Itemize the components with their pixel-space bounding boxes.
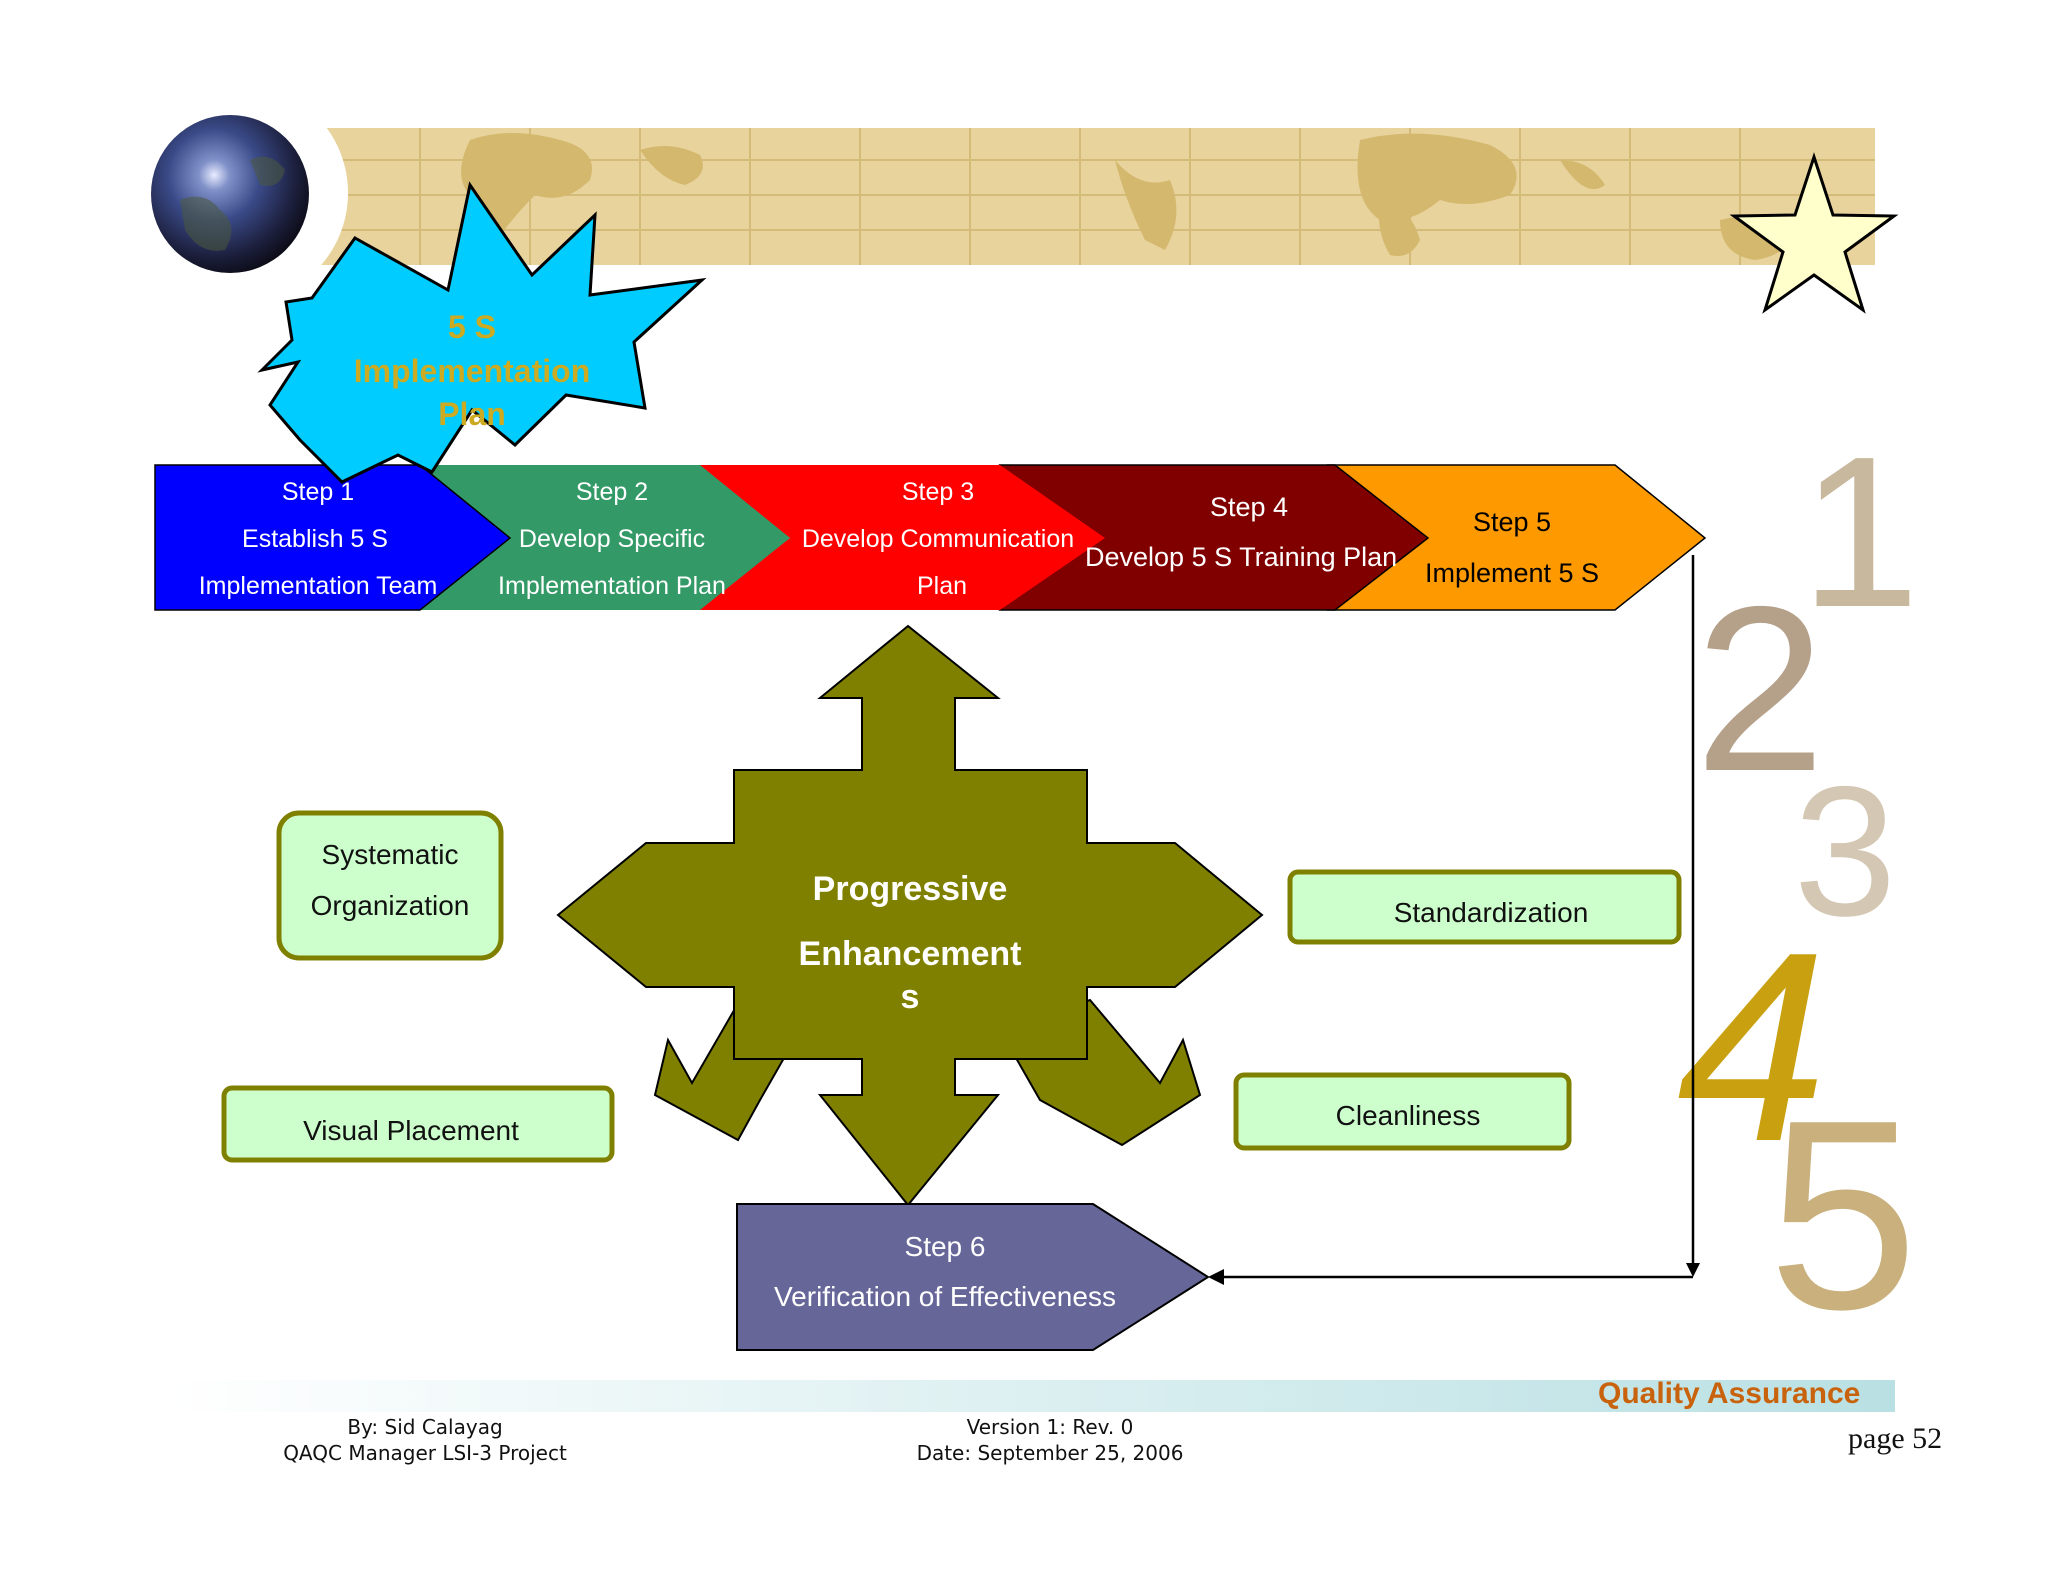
footer-author-name: By: Sid Calayag [347, 1415, 503, 1439]
step-2-line-2: Implementation Plan [498, 572, 726, 600]
footer-band [170, 1380, 1895, 1412]
globe-icon [128, 83, 348, 303]
step-4-line: Develop 5 S Training Plan [1085, 542, 1397, 572]
numeral-5: 5 [1768, 1065, 1918, 1366]
step-5-line: Implement 5 S [1425, 558, 1599, 588]
progressive-enhancements-arrows: Progressive Enhancement s [556, 624, 1264, 1207]
pillar-visual-placement-label: Visual Placement [303, 1115, 519, 1146]
step-chevrons [154, 464, 1707, 611]
burst-title-line-1: 5 S [448, 309, 496, 345]
connector-arrowhead-left [1208, 1269, 1224, 1285]
step-2-line: Develop Specific [519, 525, 705, 553]
connector-arrowhead-down [1686, 1263, 1700, 1277]
burst-title-line-3: Plan [438, 396, 506, 432]
world-map-banner [310, 128, 1875, 265]
step-4-title: Step 4 [1210, 492, 1288, 522]
step-2-title: Step 2 [576, 478, 648, 506]
center-label-line-2: Enhancement [799, 935, 1022, 973]
footer-author-role: QAQC Manager LSI-3 Project [283, 1441, 567, 1465]
numerals-decoration: 1 2 3 4 5 [1677, 411, 1920, 1366]
step-5-title: Step 5 [1473, 507, 1551, 537]
numeral-2: 2 [1695, 557, 1826, 820]
pillar-cleanliness: Cleanliness [1233, 1072, 1572, 1151]
footer-version: Version 1: Rev. 0 Date: September 25, 20… [900, 1414, 1200, 1466]
center-label-line-3: s [901, 978, 920, 1016]
numeral-4: 4 [1677, 897, 1827, 1198]
footer-version-date: Date: September 25, 2006 [916, 1441, 1184, 1465]
burst-title-line-2: Implementation [354, 353, 590, 389]
pillar-standardization: Standardization [1287, 869, 1682, 945]
pillar-visual-placement: Visual Placement [221, 1085, 615, 1163]
step5-to-step6-connector [1222, 555, 1695, 1279]
step-2-chevron [420, 465, 790, 610]
numeral-1: 1 [1800, 411, 1920, 652]
brand-label: Quality Assurance [1598, 1377, 1861, 1410]
star-icon [1729, 152, 1899, 314]
center-label-line-1: Progressive [813, 870, 1008, 908]
implementation-plan-burst: 5 S Implementation Plan [257, 181, 707, 484]
step-6-label: Verification of Effectiveness [774, 1281, 1116, 1312]
page-number: page 52 [1848, 1422, 1943, 1455]
pillar-standardization-label: Standardization [1394, 897, 1589, 928]
step-1-line-2: Implementation Team [199, 572, 438, 600]
step-3-line-2: Plan [917, 572, 967, 600]
step-1-line: Establish 5 S [242, 525, 388, 553]
pillar-systematic-line-2: Organization [311, 890, 470, 921]
footer-version-number: Version 1: Rev. 0 [966, 1415, 1134, 1439]
pillar-cleanliness-label: Cleanliness [1336, 1100, 1481, 1131]
step-6-title: Step 6 [905, 1231, 986, 1262]
pillar-systematic-organization: Systematic Organization [276, 810, 504, 961]
numeral-3: 3 [1794, 749, 1897, 955]
step-3-line: Develop Communication [802, 525, 1074, 553]
step-3-chevron [690, 465, 1105, 610]
footer-author: By: Sid Calayag QAQC Manager LSI-3 Proje… [270, 1414, 580, 1466]
step-3-title: Step 3 [902, 478, 974, 506]
step-6-pentagon: Step 6 Verification of Effectiveness [736, 1203, 1210, 1351]
pillar-systematic-line-1: Systematic [322, 839, 459, 870]
